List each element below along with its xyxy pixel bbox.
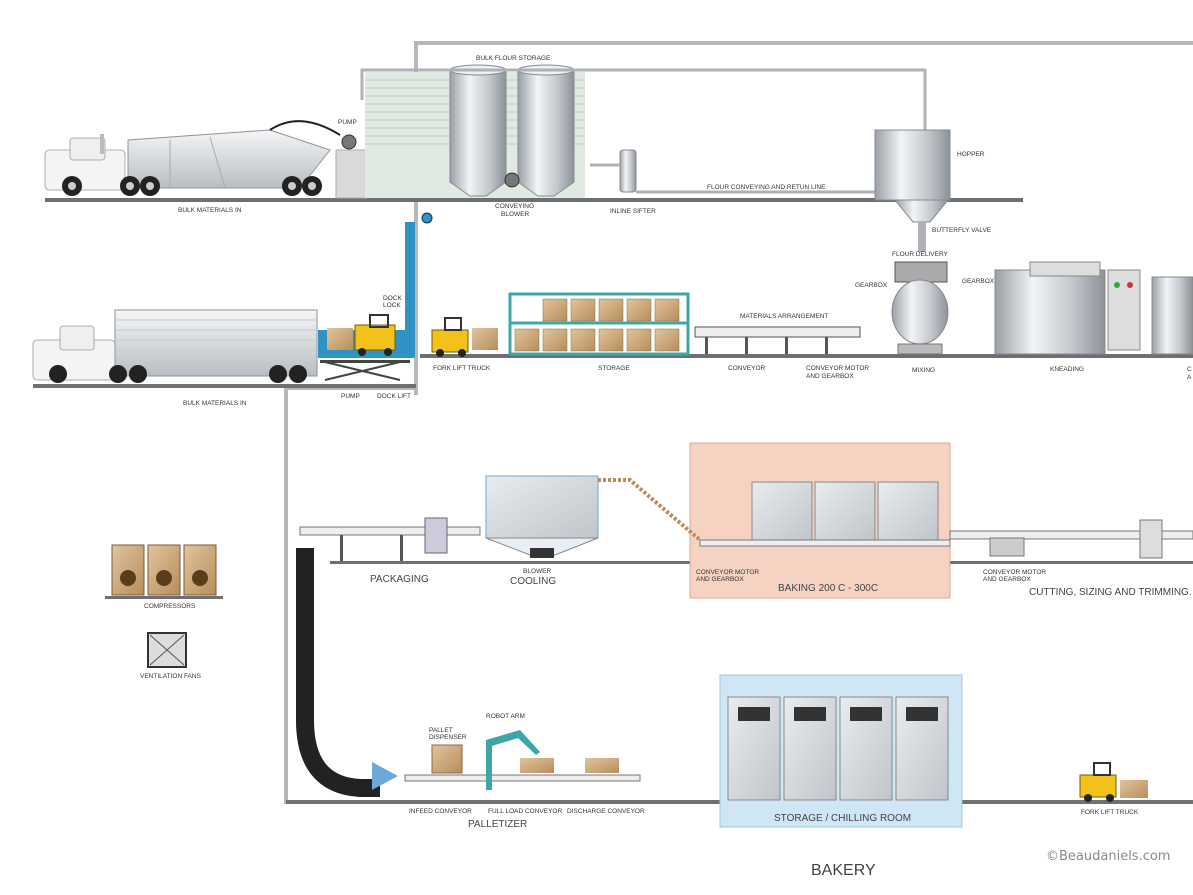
pump-top [335,134,367,199]
compressors [111,544,217,596]
label-blower: BLOWER [523,568,551,575]
label-gearbox-left: GEARBOX [855,282,888,289]
label-cooling: COOLING [510,576,556,587]
packaging-line [299,517,481,561]
label-mixing: MIXING [912,367,935,374]
ovens [699,481,951,547]
label-fork-lift-truck-bottom: FORK LIFT TRUCK [1081,809,1139,816]
dock-lift [318,212,433,381]
mixer [891,261,949,355]
label-pallet-dispenser-1: PALLET [429,727,453,734]
label-kneading: KNEADING [1050,366,1084,373]
label-ventilation-fans: VENTILATION FANS [140,673,202,680]
label-conveying-blower-1: CONVEYING [495,203,534,210]
label-materials-arrangement: MATERIALS ARRANGEMENT [740,313,828,320]
incline-conveyor [598,478,702,542]
label-bulk-in-top: BULK MATERIALS IN [178,207,242,214]
label-baking: BAKING 200 C - 300C [778,583,878,594]
label-hopper: HOPPER [957,151,985,158]
label-storage-chilling: STORAGE / CHILLING ROOM [774,813,911,824]
label-flour-delivery: FLOUR DELIVERY [892,251,949,258]
chilling-doors [727,696,949,801]
label-flour-line: FLOUR CONVEYING AND RETUN LINE [707,184,826,191]
spiral-conveyor [296,548,398,797]
label-pallet-dispenser-2: DISPENSER [429,734,467,741]
label-storage: STORAGE [598,365,630,372]
label-discharge-conveyor: DISCHARGE CONVEYOR [567,808,645,815]
label-cut-motor-2: AND GEARBOX [983,576,1031,583]
label-conveyor: CONVEYOR [728,365,766,372]
label-cutting: CUTTING, SIZING AND TRIMMING. [1029,587,1192,598]
palletizer [404,730,641,790]
label-cut-edge-2: A [1187,374,1192,381]
bulk-trailer-truck [32,309,318,383]
forklift-dock [327,314,396,356]
diagram-title: BAKERY [811,862,876,879]
diagram-labels: BULK FLOUR STORAGE PUMP HOPPER FLOUR CON… [140,55,1192,879]
label-dock-lock-1: DOCK [383,295,402,302]
label-pump-bottom: PUMP [341,393,360,400]
label-conveying-blower-2: BLOWER [501,211,529,218]
inline-sifter [619,149,637,193]
forklift-storage [431,317,498,357]
forklift-bottom [1079,762,1148,802]
cutting-line [949,519,1193,559]
label-cut-motor-1: CONVEYOR MOTOR [983,569,1046,576]
ventilation-fan [147,632,187,668]
label-infeed-conveyor: INFEED CONVEYOR [409,808,472,815]
materials-conveyor [694,326,861,354]
label-robot-arm: ROBOT ARM [486,713,525,720]
label-fork-lift-truck: FORK LIFT TRUCK [433,365,491,372]
hopper [874,129,951,252]
label-pump-top: PUMP [338,119,357,126]
label-gearbox-right: GEARBOX [962,278,995,285]
label-palletizer: PALLETIZER [468,819,527,830]
label-compressors: COMPRESSORS [144,603,196,610]
label-cut-edge-1: C [1187,366,1192,373]
label-packaging: PACKAGING [370,574,429,585]
label-full-load-conveyor: FULL LOAD CONVEYOR [488,808,562,815]
label-bake-motor-2: AND GEARBOX [696,576,744,583]
label-bake-motor-1: CONVEYOR MOTOR [696,569,759,576]
label-conveyor-motor-1: CONVEYOR MOTOR [806,365,869,372]
label-bulk-flour-storage: BULK FLOUR STORAGE [476,55,551,62]
label-conveyor-motor-2: AND GEARBOX [806,373,854,380]
label-inline-sifter: INLINE SIFTER [610,208,656,215]
bulk-flour-storage [365,64,585,198]
label-butterfly-valve: BUTTERFLY VALVE [932,227,992,234]
label-dock-lock-2: LOCK [383,302,401,309]
copyright-text: ©Beaudaniels.com [1046,849,1170,864]
bulk-tanker-truck [44,120,341,196]
label-bulk-in-bottom: BULK MATERIALS IN [183,400,247,407]
kneader [994,261,1193,355]
cooling-tower [485,475,599,558]
label-dock-lift: DOCK LIFT [377,393,411,400]
storage-rack [508,292,690,356]
